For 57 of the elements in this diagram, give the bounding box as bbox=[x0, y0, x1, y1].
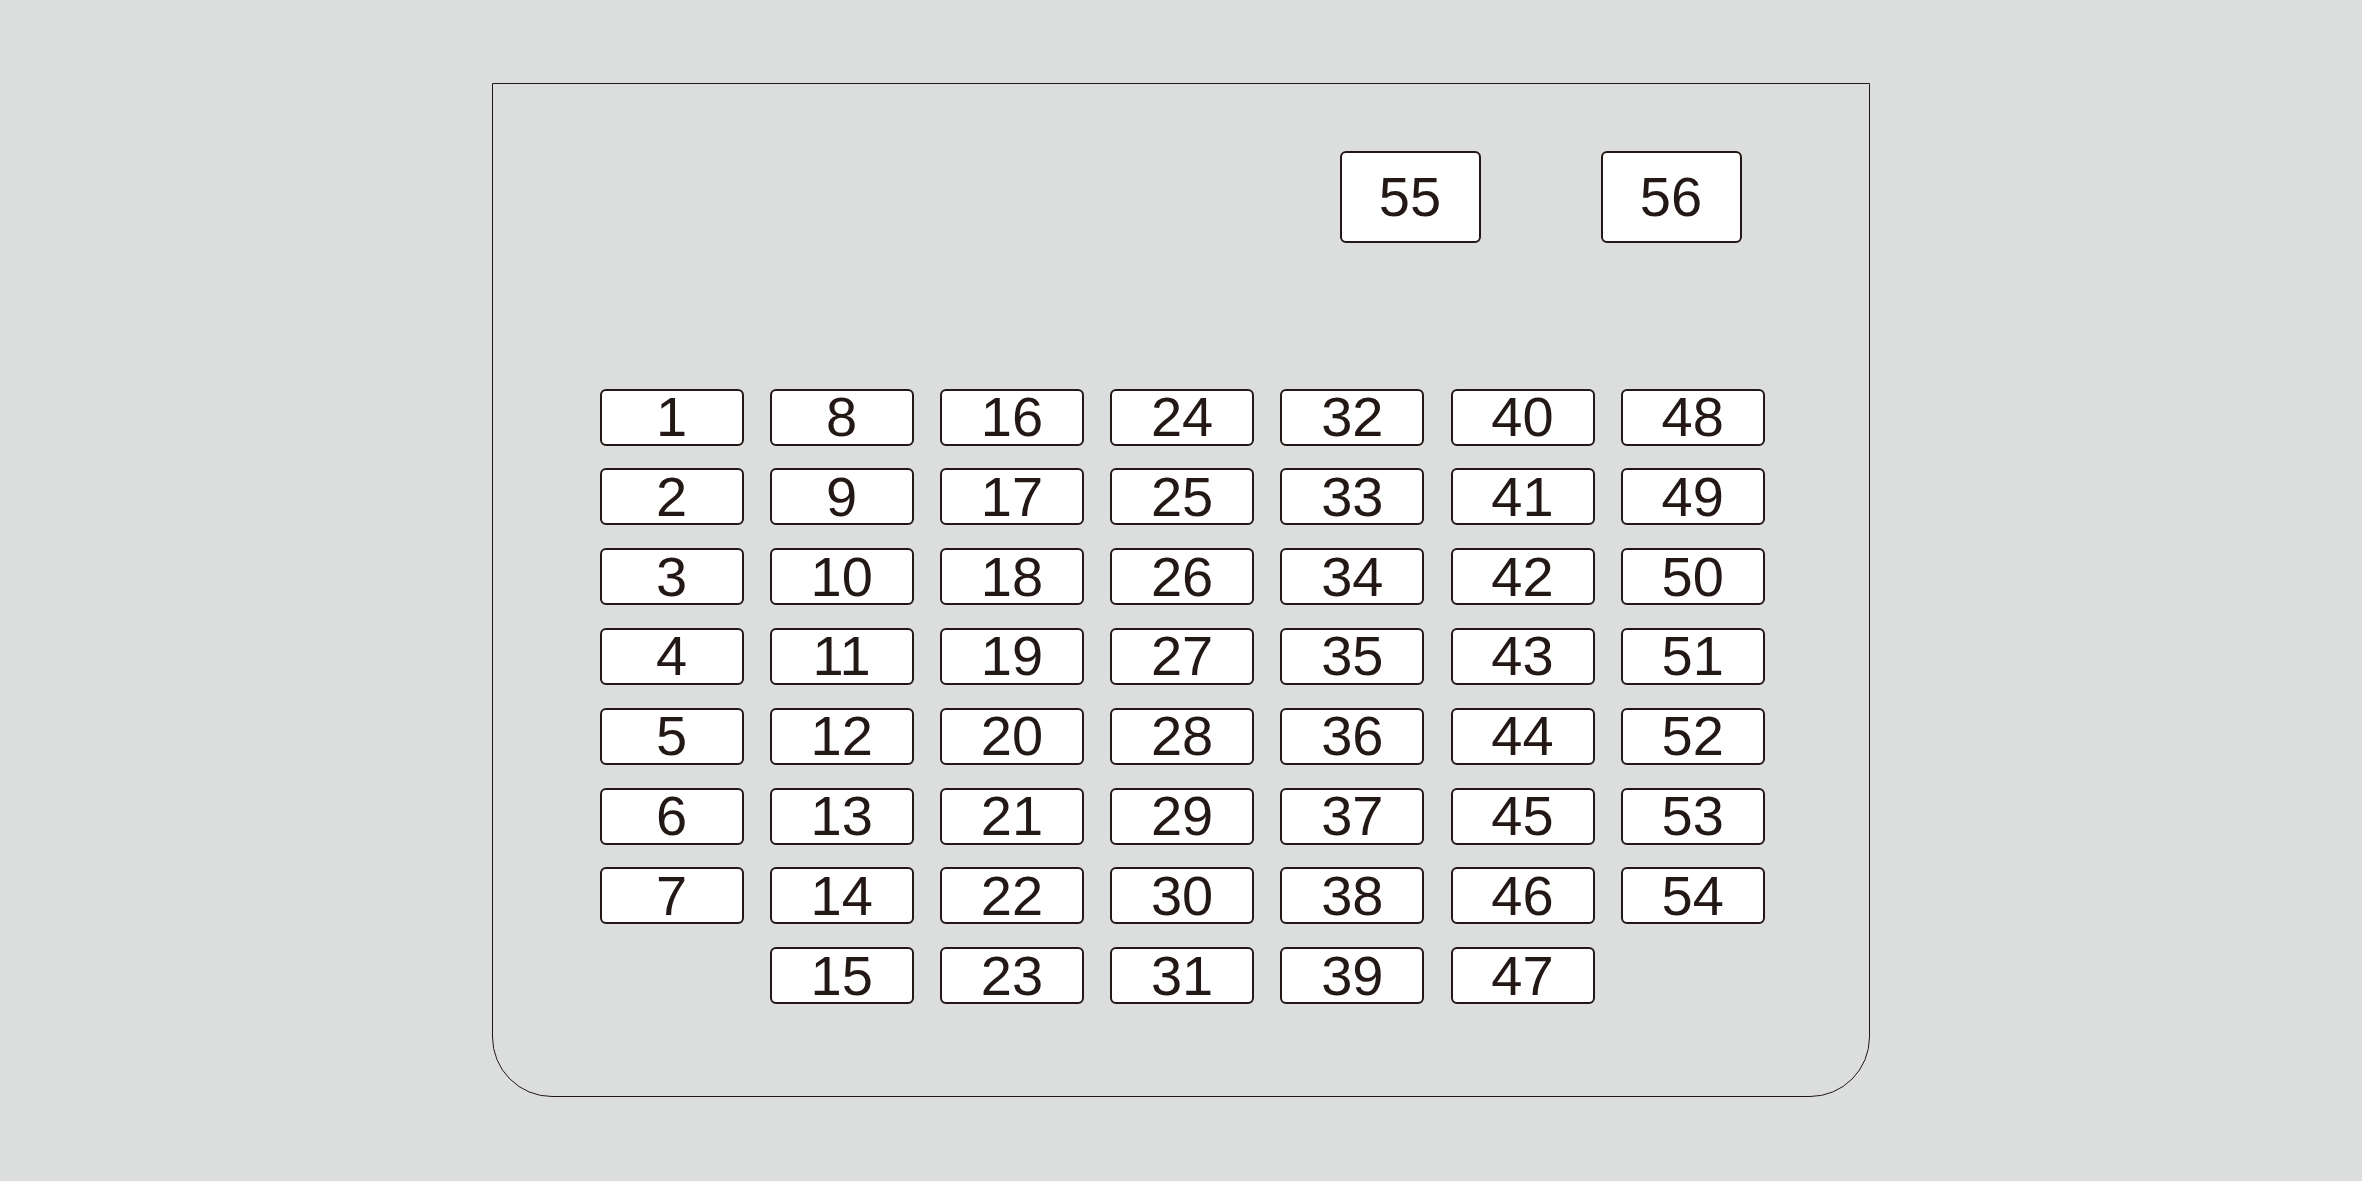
fuse-box: 30 bbox=[1110, 867, 1255, 925]
fuse-box: 5 bbox=[599, 707, 744, 765]
fuse-box: 10 bbox=[769, 548, 914, 606]
fuse-box: 26 bbox=[1110, 548, 1255, 606]
fuse-box: 38 bbox=[1280, 867, 1425, 925]
fuse-box: 42 bbox=[1450, 548, 1595, 606]
fuse-box: 15 bbox=[769, 947, 914, 1005]
fuse-box: 36 bbox=[1280, 707, 1425, 765]
fuse-box: 32 bbox=[1280, 388, 1425, 446]
fuse-box: 48 bbox=[1620, 388, 1765, 446]
fuse-box: 56 bbox=[1600, 151, 1742, 243]
fuse-box: 40 bbox=[1450, 388, 1595, 446]
fuse-box: 24 bbox=[1110, 388, 1255, 446]
fuse-box: 49 bbox=[1620, 468, 1765, 526]
fuse-box: 29 bbox=[1110, 787, 1255, 845]
fuse-box: 16 bbox=[939, 388, 1084, 446]
fuse-box: 54 bbox=[1620, 867, 1765, 925]
fuse-panel bbox=[492, 83, 1870, 1097]
fuse-box: 14 bbox=[769, 867, 914, 925]
fuse-box: 20 bbox=[939, 707, 1084, 765]
fuse-box: 11 bbox=[769, 627, 914, 685]
fuse-box: 33 bbox=[1280, 468, 1425, 526]
fuse-box: 21 bbox=[939, 787, 1084, 845]
fuse-box: 46 bbox=[1450, 867, 1595, 925]
fuse-box: 22 bbox=[939, 867, 1084, 925]
fuse-box: 13 bbox=[769, 787, 914, 845]
fuse-box: 27 bbox=[1110, 627, 1255, 685]
fuse-box: 51 bbox=[1620, 627, 1765, 685]
fuse-box: 53 bbox=[1620, 787, 1765, 845]
fuse-box: 45 bbox=[1450, 787, 1595, 845]
fuse-box: 39 bbox=[1280, 947, 1425, 1005]
fuse-box: 47 bbox=[1450, 947, 1595, 1005]
fuse-box: 18 bbox=[939, 548, 1084, 606]
fuse-box: 7 bbox=[599, 867, 744, 925]
fuse-box: 6 bbox=[599, 787, 744, 845]
fuse-box: 2 bbox=[599, 468, 744, 526]
fuse-box: 50 bbox=[1620, 548, 1765, 606]
fuse-box: 12 bbox=[769, 707, 914, 765]
fuse-box: 44 bbox=[1450, 707, 1595, 765]
fuse-box: 25 bbox=[1110, 468, 1255, 526]
fuse-box: 19 bbox=[939, 627, 1084, 685]
fuse-box: 3 bbox=[599, 548, 744, 606]
fuse-box: 17 bbox=[939, 468, 1084, 526]
fuse-box: 34 bbox=[1280, 548, 1425, 606]
fuse-box: 37 bbox=[1280, 787, 1425, 845]
fuse-box: 31 bbox=[1110, 947, 1255, 1005]
fuse-box: 55 bbox=[1339, 151, 1481, 243]
fuse-box: 9 bbox=[769, 468, 914, 526]
fuse-box: 28 bbox=[1110, 707, 1255, 765]
fuse-box: 4 bbox=[599, 627, 744, 685]
fuse-box: 35 bbox=[1280, 627, 1425, 685]
fuse-box: 41 bbox=[1450, 468, 1595, 526]
fuse-box: 8 bbox=[769, 388, 914, 446]
fuse-box: 43 bbox=[1450, 627, 1595, 685]
fuse-box: 1 bbox=[599, 388, 744, 446]
fuse-box: 23 bbox=[939, 947, 1084, 1005]
fuse-box: 52 bbox=[1620, 707, 1765, 765]
